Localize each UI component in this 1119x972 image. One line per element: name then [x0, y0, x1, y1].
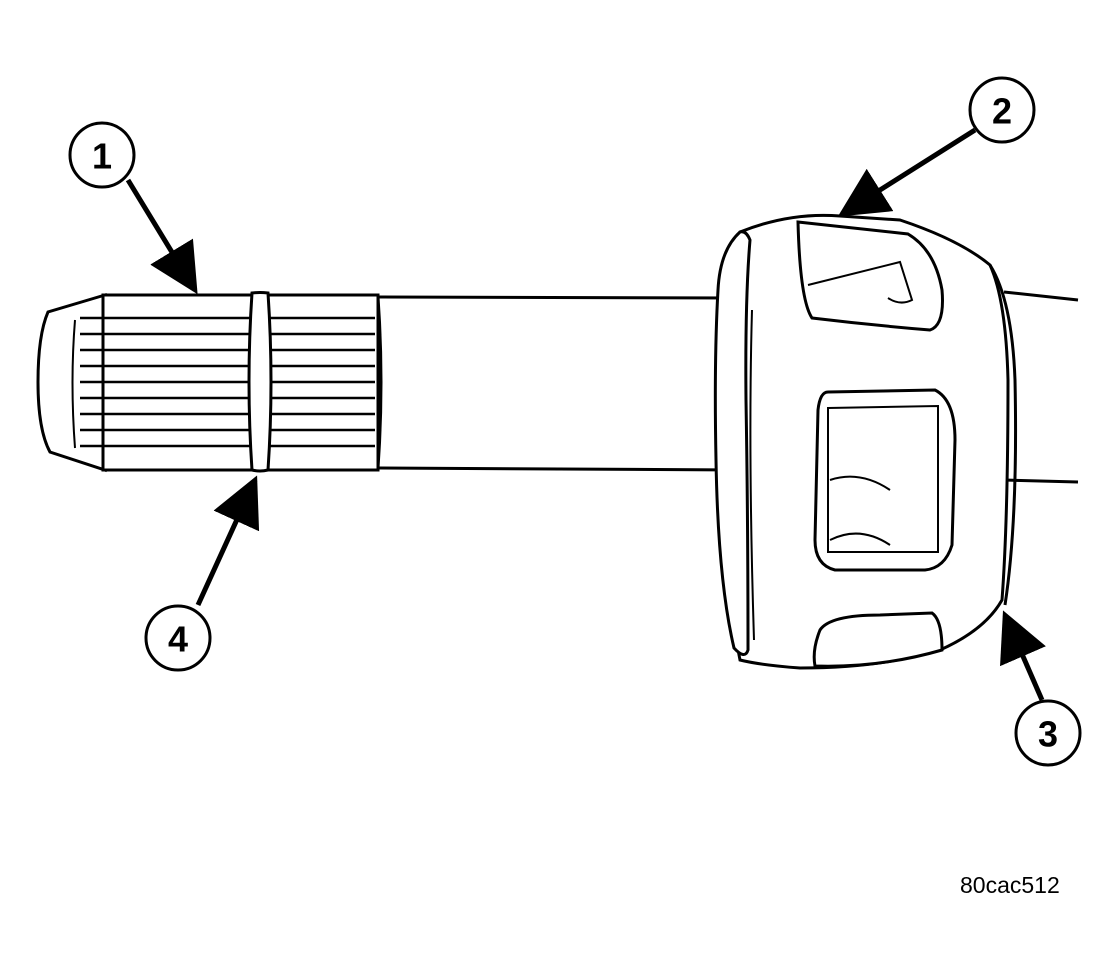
splined-end [36, 292, 383, 473]
arrow-2 [837, 127, 977, 217]
retaining-ring [247, 291, 273, 473]
leader-arrows [125, 127, 1046, 701]
callout-3-label: 3 [1038, 714, 1058, 755]
callout-1: 1 [68, 121, 136, 189]
callout-3: 3 [1014, 699, 1082, 767]
tripod-joint-housing [713, 213, 1018, 670]
arrow-3 [1000, 610, 1046, 701]
figure-id: 80cac512 [960, 872, 1060, 898]
callout-4: 4 [144, 604, 212, 672]
arrow-1 [125, 178, 198, 295]
callout-1-label: 1 [92, 136, 112, 177]
callout-2-label: 2 [992, 91, 1012, 132]
callout-2: 2 [968, 76, 1036, 144]
arrow-4 [195, 475, 260, 607]
callout-4-label: 4 [168, 619, 188, 660]
